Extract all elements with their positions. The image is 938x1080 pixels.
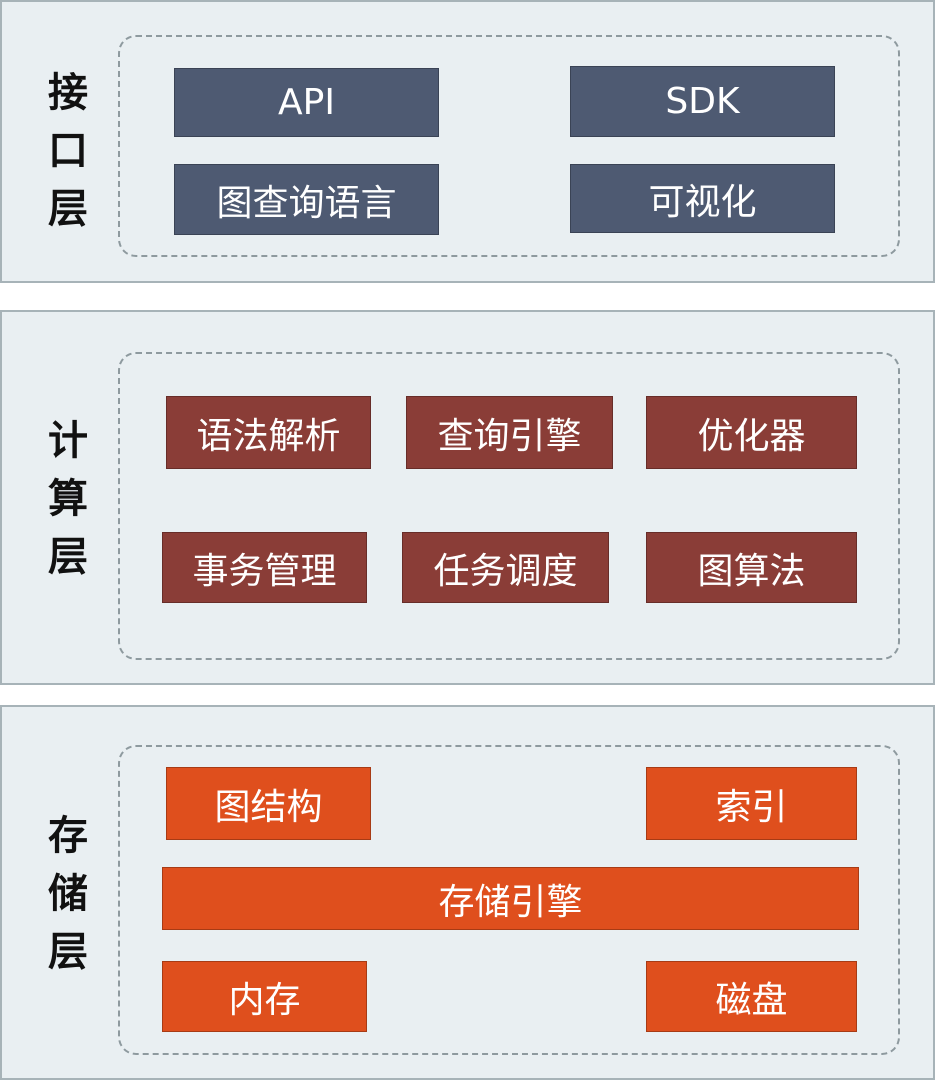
title-char: 计 — [48, 418, 88, 464]
api-box: API — [174, 68, 439, 137]
title-char: 层 — [48, 186, 88, 232]
compute-layer-title: 计 算 层 — [46, 412, 90, 586]
storage-group-border — [118, 745, 900, 1055]
graph-query-language-box: 图查询语言 — [174, 164, 439, 235]
title-char: 存 — [48, 813, 88, 859]
visualization-box: 可视化 — [570, 164, 835, 233]
graph-structure-box: 图结构 — [166, 767, 371, 840]
task-scheduling-box: 任务调度 — [402, 532, 609, 603]
disk-box: 磁盘 — [646, 961, 857, 1032]
optimizer-box: 优化器 — [646, 396, 857, 469]
compute-layer: 计 算 层 语法解析 查询引擎 优化器 事务管理 任务调度 图算法 — [0, 310, 935, 685]
title-char: 算 — [48, 476, 88, 522]
graph-algorithm-box: 图算法 — [646, 532, 857, 603]
interface-layer: 接 口 层 API SDK 图查询语言 可视化 — [0, 0, 935, 283]
sdk-box: SDK — [570, 66, 835, 137]
compute-group-border — [118, 352, 900, 660]
index-box: 索引 — [646, 767, 857, 840]
interface-group-border — [118, 35, 900, 257]
title-char: 层 — [48, 534, 88, 580]
storage-engine-box: 存储引擎 — [162, 867, 859, 930]
syntax-parsing-box: 语法解析 — [166, 396, 371, 469]
memory-box: 内存 — [162, 961, 367, 1032]
interface-layer-title: 接 口 层 — [46, 64, 90, 238]
query-engine-box: 查询引擎 — [406, 396, 613, 469]
storage-layer-title: 存 储 层 — [46, 807, 90, 981]
storage-layer: 存 储 层 图结构 索引 存储引擎 内存 磁盘 — [0, 705, 935, 1080]
title-char: 储 — [48, 871, 88, 917]
title-char: 口 — [48, 128, 88, 174]
title-char: 接 — [48, 70, 88, 116]
title-char: 层 — [48, 929, 88, 975]
transaction-management-box: 事务管理 — [162, 532, 367, 603]
